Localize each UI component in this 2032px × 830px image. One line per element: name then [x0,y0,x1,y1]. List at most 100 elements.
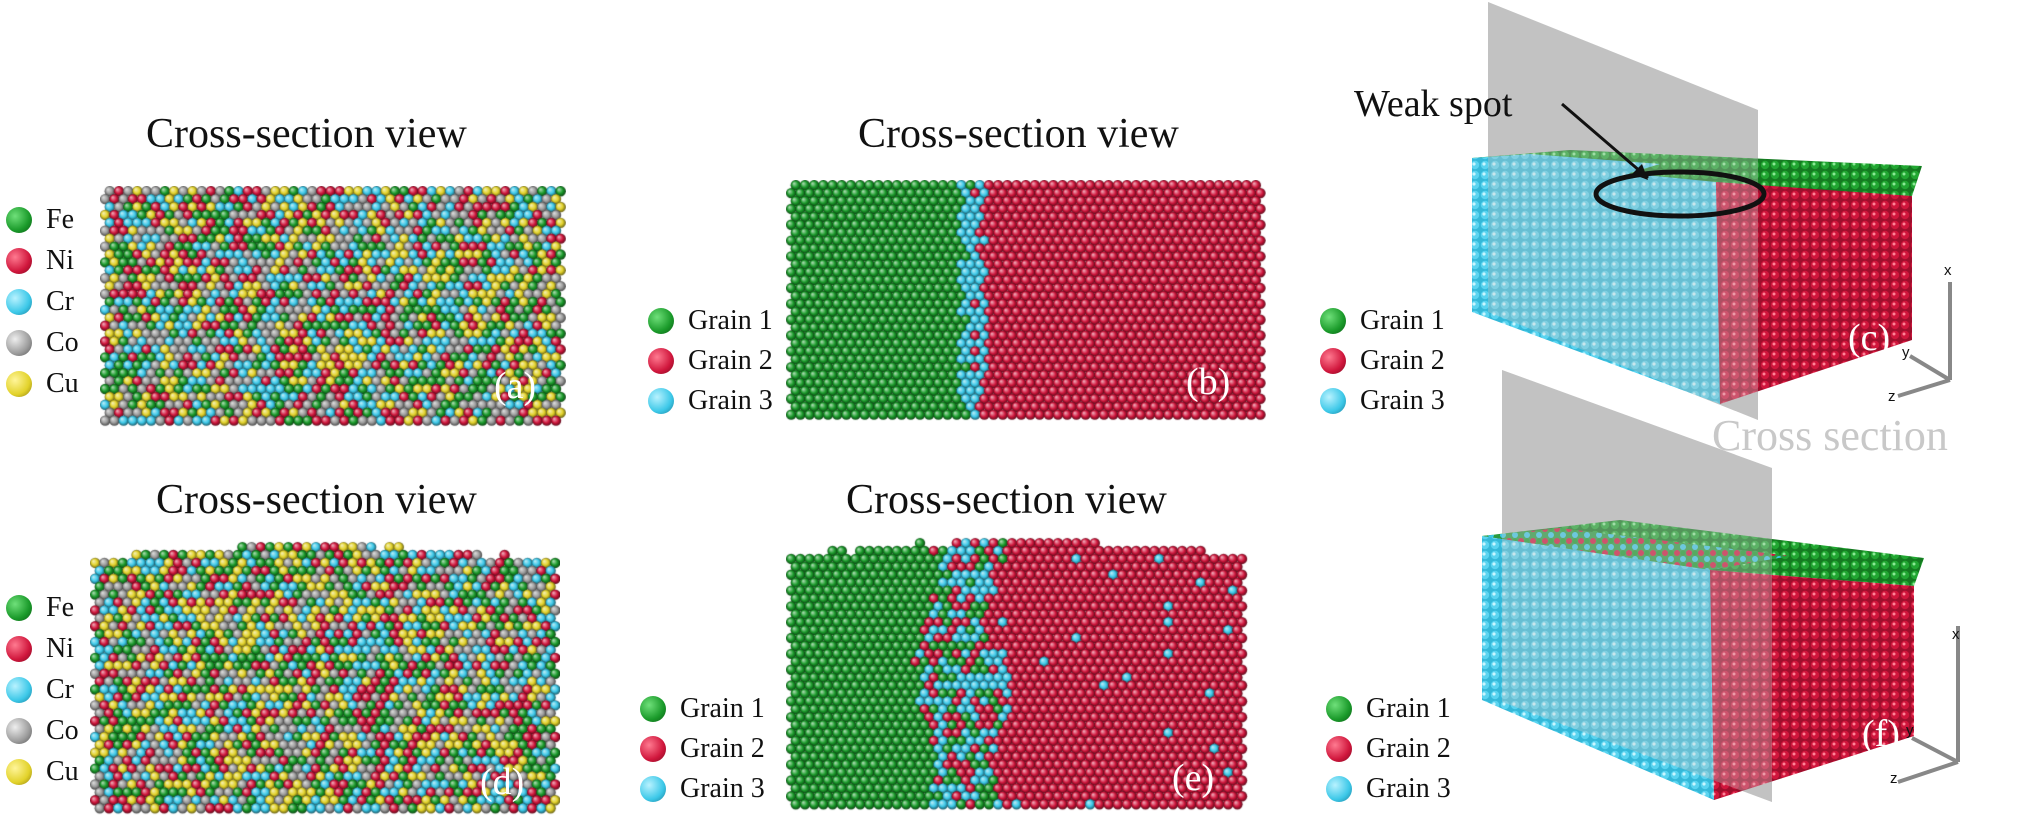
grain1-swatch [1320,308,1346,334]
cu-swatch [6,759,32,785]
cr-swatch [6,677,32,703]
legend-grain2-e: Grain 2 [640,729,765,769]
legend-label: Cu [46,756,79,787]
legend-ni-bottom: Ni [6,629,74,669]
axis-x-label-c: x [1944,262,1952,279]
legend-label: Cu [46,368,79,399]
legend-label: Ni [46,633,74,664]
legend-grain2-f: Grain 2 [1326,729,1451,769]
axis-y-label-f: y [1906,722,1914,739]
block-top-mixed-region [1482,528,1790,570]
fe-swatch [6,207,32,233]
legend-label: Grain 2 [1366,733,1451,764]
title-e: Cross-section view [846,477,1167,523]
grain2-swatch [640,736,666,762]
grain1-swatch [648,308,674,334]
panel-c-3d-block [1472,2,1952,420]
legend-label: Cr [46,674,74,705]
panel-label-a: (a) [494,365,537,407]
legend-label: Grain 3 [680,773,765,804]
legend-label: Ni [46,245,74,276]
axis-triad-f [1897,626,1960,784]
cross-section-plane-front [1502,370,1772,802]
legend-grain1-e: Grain 1 [640,689,765,729]
legend-fe-top: Fe [6,200,74,240]
legend-grain1-c: Grain 1 [1320,301,1445,341]
grain3-swatch [1320,388,1346,414]
axis-z-label-f: z [1890,770,1898,787]
cross-section-label: Cross section [1712,411,1948,460]
grain3-swatch [640,776,666,802]
grain3-swatch [1326,776,1352,802]
legend-grain3-e: Grain 3 [640,769,765,809]
legend-label: Grain 1 [680,693,765,724]
panel-label-e: (e) [1172,757,1215,799]
panel-d-atoms [90,534,560,816]
legend-co-bottom: Co [6,711,79,751]
legend-label: Fe [46,204,74,235]
block-side-face [1710,570,1914,800]
title-a: Cross-section view [146,111,467,157]
axis-x-label-f: x [1952,626,1960,643]
legend-grain2-b: Grain 2 [648,341,773,381]
panel-a-atoms [100,186,566,428]
legend-grain3-c: Grain 3 [1320,381,1445,421]
legend-label: Grain 3 [688,385,773,416]
legend-cr-top: Cr [6,282,74,322]
legend-cu-top: Cu [6,364,79,404]
legend-grain2-c: Grain 2 [1320,341,1445,381]
legend-label: Grain 1 [1360,305,1445,336]
grain1-swatch [640,696,666,722]
panel-b-atoms [786,180,1266,422]
grain2-swatch [1320,348,1346,374]
legend-label: Grain 3 [1360,385,1445,416]
legend-label: Grain 2 [688,345,773,376]
title-b: Cross-section view [858,111,1179,157]
legend-ni-top: Ni [6,241,74,281]
axis-z-label-c: z [1888,388,1896,405]
co-swatch [6,330,32,356]
legend-cu-bottom: Cu [6,752,79,792]
legend-grain1-f: Grain 1 [1326,689,1451,729]
ni-swatch [6,248,32,274]
legend-label: Grain 2 [680,733,765,764]
legend-cr-bottom: Cr [6,670,74,710]
panel-e-atoms [786,530,1248,816]
fe-swatch [6,595,32,621]
grain2-swatch [1326,736,1352,762]
block-front-face [1482,536,1714,800]
block-front-face [1472,158,1720,404]
legend-grain3-f: Grain 3 [1326,769,1451,809]
weak-spot-label: Weak spot [1354,83,1513,125]
legend-fe-bottom: Fe [6,588,74,628]
legend-grain1-b: Grain 1 [648,301,773,341]
grain1-swatch [1326,696,1352,722]
panel-label-d: (d) [480,761,525,803]
legend-label: Co [46,327,79,358]
cu-swatch [6,371,32,397]
panel-label-b: (b) [1186,361,1231,403]
legend-label: Fe [46,592,74,623]
legend-grain3-b: Grain 3 [648,381,773,421]
title-d: Cross-section view [156,477,477,523]
legend-label: Co [46,715,79,746]
panel-label-c: (c) [1848,317,1891,359]
axis-y-label-c: y [1902,344,1910,361]
ni-swatch [6,636,32,662]
panel-label-f: (f) [1862,713,1900,755]
legend-label: Grain 3 [1366,773,1451,804]
cr-swatch [6,289,32,315]
block-side-face [1716,182,1912,404]
legend-co-top: Co [6,323,79,363]
grain2-swatch [648,348,674,374]
weak-spot-arrowhead [1632,164,1648,180]
legend-label: Cr [46,286,74,317]
co-swatch [6,718,32,744]
axis-triad-c [1897,282,1952,398]
panel-f-3d-block [1482,370,1960,802]
legend-label: Grain 2 [1360,345,1445,376]
weak-spot-ellipse [1593,169,1767,219]
grain3-swatch [648,388,674,414]
legend-label: Grain 1 [1366,693,1451,724]
legend-label: Grain 1 [688,305,773,336]
